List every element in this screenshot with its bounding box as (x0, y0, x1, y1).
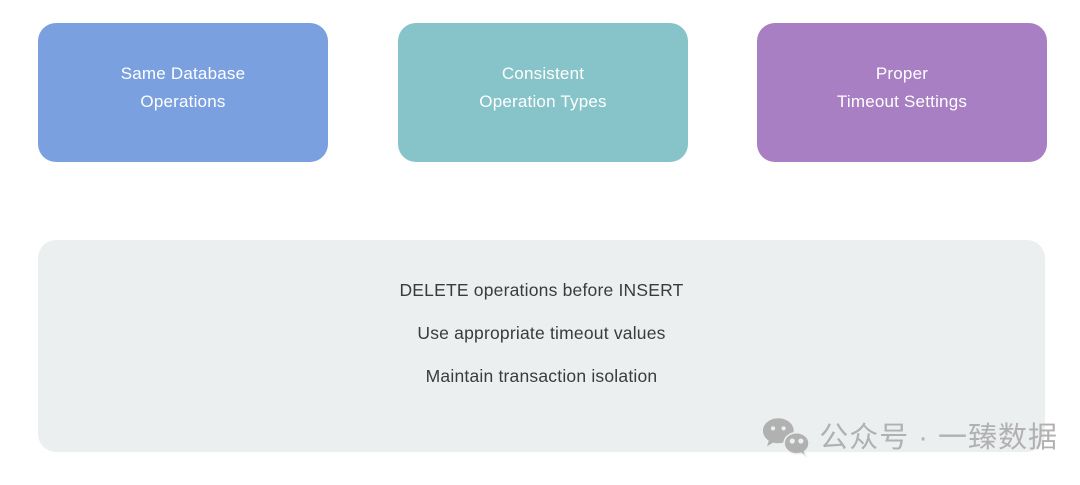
card-label-line: Operation Types (479, 91, 607, 111)
card-consistent-operation-types: Consistent Operation Types (398, 23, 688, 162)
practice-item: DELETE operations before INSERT (399, 280, 684, 300)
card-label-line: Operations (140, 91, 226, 111)
card-same-database-operations: Same Database Operations (38, 23, 328, 162)
practice-item: Use appropriate timeout values (417, 323, 666, 343)
card-label-line: Consistent (501, 63, 585, 83)
watermark-text: 公众号 · 一臻数据 (819, 421, 1058, 454)
card-label-line: Timeout Settings (836, 91, 968, 111)
card-proper-timeout-settings: Proper Timeout Settings (757, 23, 1047, 162)
wechat-icon (763, 418, 811, 458)
watermark: 公众号 · 一臻数据 (762, 417, 1058, 458)
best-practices-panel: DELETE operations before INSERT Use appr… (38, 240, 1045, 452)
card-label-line: Same Database (120, 63, 246, 83)
practice-item: Maintain transaction isolation (425, 366, 658, 386)
card-label-line: Proper (875, 63, 929, 83)
